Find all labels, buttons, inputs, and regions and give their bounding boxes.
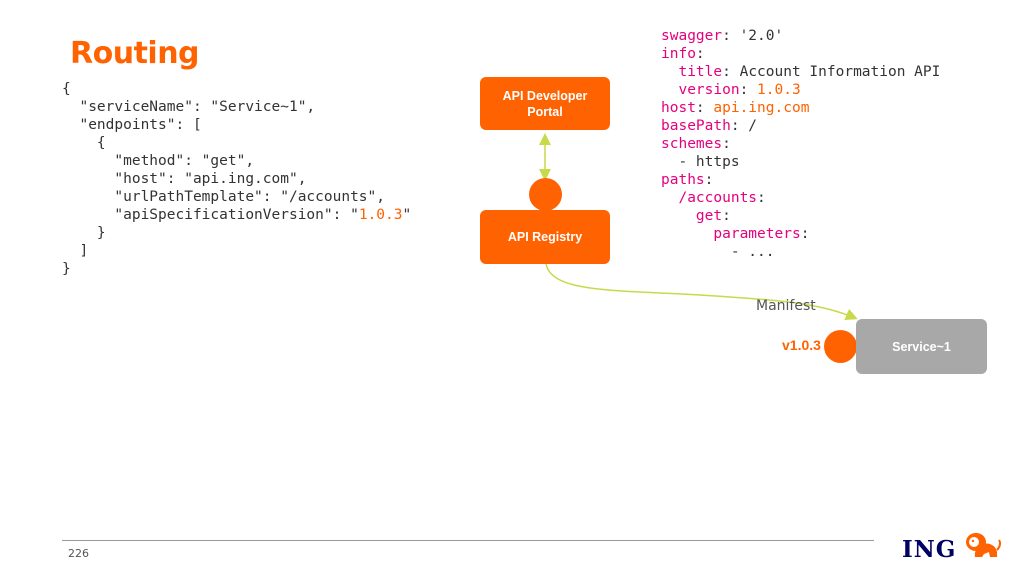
code-token: parameters [713, 226, 801, 242]
json-code-line: "host": "api.ing.com", [62, 170, 411, 188]
yaml-code-line: version: 1.0.3 [661, 81, 940, 99]
lion-icon [966, 533, 1002, 557]
json-code-line: "serviceName": "Service~1", [62, 98, 411, 116]
footer-divider [62, 540, 874, 541]
code-token: swagger [661, 28, 723, 44]
code-token: ] [62, 243, 89, 259]
code-token: : [695, 100, 714, 116]
service-node: Service~1 [856, 319, 987, 374]
api-developer-portal-node: API Developer Portal [480, 77, 610, 130]
code-token: : [722, 208, 731, 224]
registry-service-connector [545, 263, 858, 320]
json-code-line: { [62, 80, 411, 98]
code-token: "apiSpecificationVersion": " [62, 207, 359, 223]
yaml-code-block: swagger: '2.0'info: title: Account Infor… [661, 27, 940, 261]
code-token: "host": "api.ing.com", [62, 171, 307, 187]
yaml-code-line: get: [661, 207, 940, 225]
code-token: } [62, 261, 71, 277]
version-label: v1.0.3 [782, 337, 821, 353]
yaml-code-line: basePath: / [661, 117, 940, 135]
code-token: { [62, 81, 71, 97]
code-token: api.ing.com [713, 100, 810, 116]
api-registry-label: API Registry [507, 230, 583, 244]
code-token: : / [730, 118, 758, 134]
yaml-code-line: - https [661, 153, 940, 171]
code-token: host [661, 100, 696, 116]
slide-title: Routing [70, 36, 200, 71]
code-token: "serviceName": "Service~1", [62, 99, 316, 115]
yaml-code-line: schemes: [661, 135, 940, 153]
json-code-block: { "serviceName": "Service~1", "endpoints… [62, 80, 411, 278]
code-token: paths [661, 172, 705, 188]
service-label: Service~1 [892, 339, 951, 354]
json-code-line: "apiSpecificationVersion": "1.0.3" [62, 206, 411, 224]
code-token: "endpoints": [ [62, 117, 202, 133]
yaml-code-line: parameters: [661, 225, 940, 243]
code-token: 1.0.3 [757, 82, 801, 98]
service-port-dot [824, 330, 857, 363]
yaml-code-line: paths: [661, 171, 940, 189]
code-token: { [62, 135, 106, 151]
code-token: info [661, 46, 696, 62]
yaml-code-line: info: [661, 45, 940, 63]
api-developer-portal-label: API Developer Portal [502, 88, 588, 119]
code-token: schemes [661, 136, 723, 152]
json-code-line: "endpoints": [ [62, 116, 411, 134]
code-token: : '2.0' [722, 28, 784, 44]
code-token: : Account Information API [722, 64, 941, 80]
code-token: - https [661, 154, 740, 170]
yaml-code-line: title: Account Information API [661, 63, 940, 81]
code-token: } [62, 225, 106, 241]
code-token: version [678, 82, 740, 98]
code-token: "method": "get", [62, 153, 255, 169]
code-token: : [704, 172, 714, 188]
json-code-line: "urlPathTemplate": "/accounts", [62, 188, 411, 206]
code-token: "urlPathTemplate": "/accounts", [62, 189, 386, 205]
code-token: title [678, 64, 723, 80]
code-token: : [800, 226, 810, 242]
json-code-line: "method": "get", [62, 152, 411, 170]
json-code-line: } [62, 224, 411, 242]
code-token: 1.0.3 [358, 207, 403, 223]
code-token: get [695, 208, 723, 224]
yaml-code-line: /accounts: [661, 189, 940, 207]
json-code-line: ] [62, 242, 411, 260]
code-token: basePath [661, 118, 731, 134]
yaml-code-line: - ... [661, 243, 940, 261]
api-registry-node: API Registry [480, 210, 610, 264]
registry-port-dot [529, 178, 562, 211]
code-token: " [402, 207, 412, 223]
code-token: : [695, 46, 705, 62]
manifest-label: Manifest [756, 298, 816, 314]
json-code-line: { [62, 134, 411, 152]
page-number: 226 [68, 547, 89, 560]
ing-logo-text: ING [902, 536, 957, 563]
code-token: /accounts [678, 190, 758, 206]
code-token: : [739, 82, 758, 98]
code-token: : [722, 136, 731, 152]
json-code-line: } [62, 260, 411, 278]
code-token: - ... [661, 244, 775, 260]
yaml-code-line: swagger: '2.0' [661, 27, 940, 45]
yaml-code-line: host: api.ing.com [661, 99, 940, 117]
code-token: : [757, 190, 766, 206]
